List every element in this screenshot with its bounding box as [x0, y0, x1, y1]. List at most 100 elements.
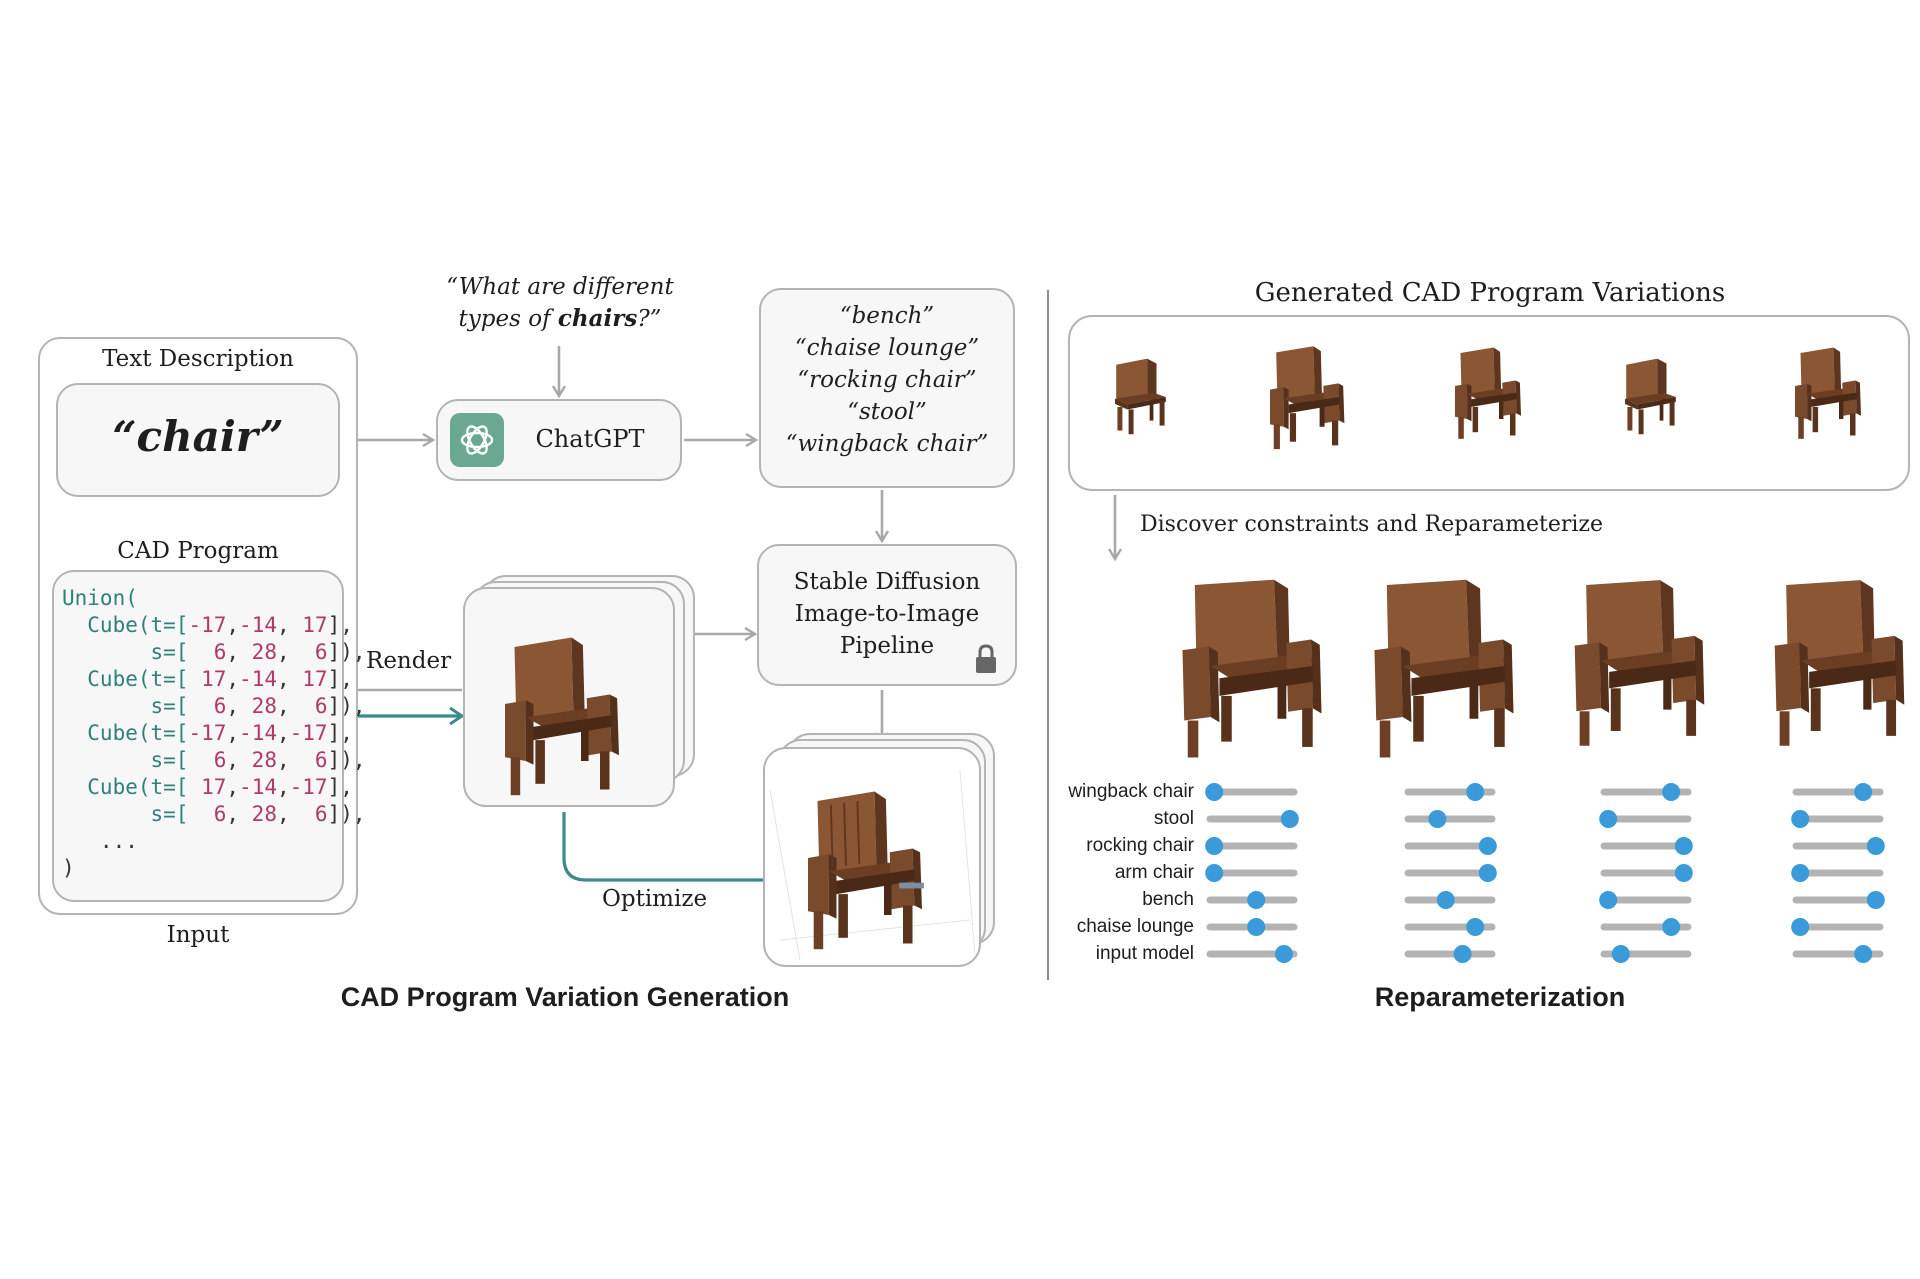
- code-token: 6: [314, 640, 328, 664]
- code-args: s=[ 6, 28, 6]),: [62, 640, 366, 664]
- slider-knob[interactable]: [1466, 783, 1485, 801]
- reparam-chair-2: [1374, 579, 1514, 758]
- code-token: 6: [314, 748, 328, 772]
- question-suffix: ?”: [637, 306, 662, 332]
- code-token: ,: [276, 748, 315, 772]
- code-token: t=[: [150, 775, 202, 799]
- code-token: ,: [226, 694, 252, 718]
- slider-knob[interactable]: [1466, 918, 1485, 936]
- code-line: Union(: [62, 585, 366, 612]
- code-token: -17: [188, 721, 227, 745]
- slider-knob[interactable]: [1478, 837, 1497, 855]
- code-token: ],: [327, 721, 353, 745]
- slider-knob[interactable]: [1854, 945, 1873, 963]
- slider-label: rocking chair: [1086, 835, 1194, 856]
- slider-knob[interactable]: [1791, 918, 1810, 936]
- lock-icon: [974, 644, 998, 674]
- code-args: t=[-17,-14,-17],: [151, 721, 353, 745]
- chatgpt-logo-icon: [450, 413, 504, 467]
- slider-knob[interactable]: [1662, 918, 1681, 936]
- slider-knob[interactable]: [1274, 945, 1293, 963]
- code-keyword: Cube(: [62, 613, 151, 637]
- code-token: s=[: [62, 694, 214, 718]
- code-token: t=[: [150, 667, 202, 691]
- slider-knob[interactable]: [1247, 891, 1266, 909]
- slider-knob[interactable]: [1478, 864, 1497, 882]
- code-args: t=[ 17,-14, 17],: [151, 667, 353, 691]
- code-token: 17: [201, 667, 227, 691]
- code-token: 28: [251, 694, 277, 718]
- generated-variations-box: [1068, 315, 1910, 491]
- code-token: -14: [239, 775, 277, 799]
- reparam-chair-4: [1774, 580, 1905, 746]
- slider-label: wingback chair: [1068, 781, 1194, 802]
- slider-knob[interactable]: [1791, 864, 1810, 882]
- code-token: 6: [213, 748, 227, 772]
- slider-knob[interactable]: [1662, 783, 1681, 801]
- discover-label: Discover constraints and Reparameterize: [1140, 512, 1603, 537]
- slider-knob[interactable]: [1205, 837, 1224, 855]
- chair-type-item: “bench”: [839, 303, 935, 329]
- code-args: s=[ 6, 28, 6]),: [62, 802, 366, 826]
- code-token: 17: [201, 775, 227, 799]
- code-token: ]),: [327, 694, 366, 718]
- code-token: -17: [289, 775, 328, 799]
- question-line-2: types of chairs?”: [420, 303, 700, 335]
- code-token: s=[: [62, 802, 214, 826]
- code-token: ,: [226, 721, 240, 745]
- text-description-box: [56, 383, 340, 497]
- reparam-chair-1: [1182, 579, 1322, 758]
- code-token: 6: [314, 694, 328, 718]
- render-label: Render: [366, 648, 452, 674]
- code-args: ...: [62, 829, 138, 853]
- code-token: 17: [302, 667, 328, 691]
- slider-knob[interactable]: [1428, 810, 1447, 828]
- slider-knob[interactable]: [1791, 810, 1810, 828]
- slider-knob[interactable]: [1599, 891, 1618, 909]
- code-keyword: Cube(: [62, 667, 151, 691]
- slider-knob[interactable]: [1436, 891, 1455, 909]
- code-token: ],: [327, 775, 353, 799]
- slider-knob[interactable]: [1205, 864, 1224, 882]
- code-token: -17: [188, 613, 227, 637]
- slider-knob[interactable]: [1205, 783, 1224, 801]
- slider-knob[interactable]: [1674, 837, 1693, 855]
- code-token: ,: [276, 613, 303, 637]
- code-keyword: Union(: [62, 586, 138, 610]
- code-token: ]),: [327, 802, 366, 826]
- code-token: -17: [289, 721, 328, 745]
- slider-knob[interactable]: [1280, 810, 1299, 828]
- stable-diffusion-output-image: [808, 791, 924, 950]
- stable-diffusion-box: [757, 544, 1017, 686]
- slider-knob[interactable]: [1611, 945, 1630, 963]
- optimize-label: Optimize: [602, 886, 708, 912]
- right-section-title: Reparameterization: [1374, 982, 1626, 1012]
- code-token: s=[: [62, 640, 214, 664]
- code-token: 28: [251, 802, 277, 826]
- slider-label: chaise lounge: [1076, 916, 1194, 937]
- reparam-chair-3: [1574, 580, 1705, 746]
- slider-knob[interactable]: [1854, 783, 1873, 801]
- cad-program-code: Union( Cube(t=[-17,-14, 17], s=[ 6, 28, …: [62, 585, 366, 882]
- code-line: s=[ 6, 28, 6]),: [62, 801, 366, 828]
- slider-knob[interactable]: [1453, 945, 1472, 963]
- chair-type-item: “chaise lounge”: [794, 335, 980, 361]
- code-token: 6: [213, 802, 227, 826]
- slider-knob[interactable]: [1247, 918, 1266, 936]
- code-line: Cube(t=[-17,-14,-17],: [62, 720, 366, 747]
- code-token: ,: [226, 613, 240, 637]
- slider-knob[interactable]: [1866, 837, 1885, 855]
- chatgpt-label: ChatGPT: [535, 425, 645, 453]
- code-token: ,: [276, 640, 315, 664]
- code-token: ,: [226, 667, 240, 691]
- slider-knob[interactable]: [1866, 891, 1885, 909]
- code-line: s=[ 6, 28, 6]),: [62, 693, 366, 720]
- slider-knob[interactable]: [1599, 810, 1618, 828]
- slider-knob[interactable]: [1674, 864, 1693, 882]
- code-line: Cube(t=[-17,-14, 17],: [62, 612, 366, 639]
- code-args: t=[ 17,-14,-17],: [151, 775, 353, 799]
- chair-types-list: “bench”“chaise lounge”“rocking chair”“st…: [759, 300, 1015, 460]
- slider-label: bench: [1142, 889, 1194, 910]
